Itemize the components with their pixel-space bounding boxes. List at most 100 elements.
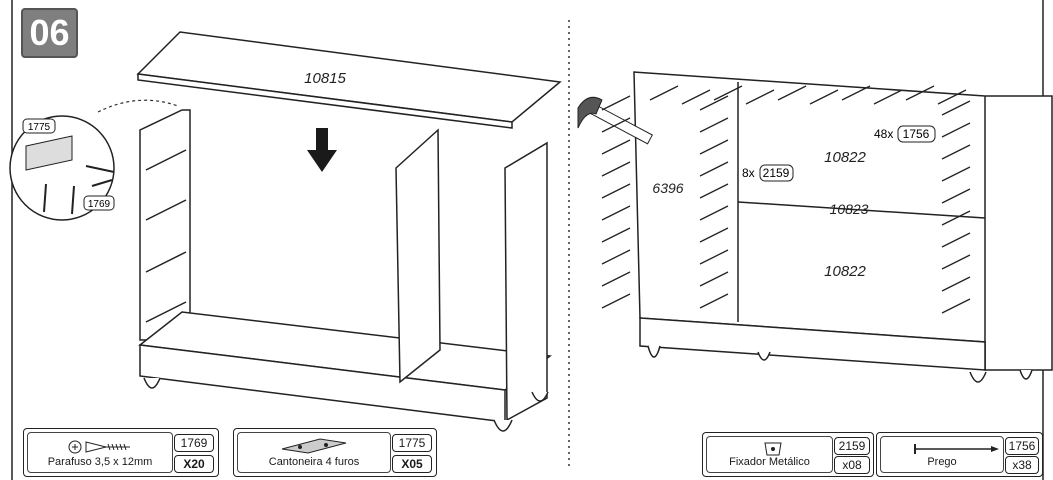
foot <box>969 371 987 383</box>
runner <box>145 199 187 221</box>
hammer-icon <box>577 96 653 145</box>
divider-label: 10823 <box>830 201 869 217</box>
drawer-label-lower: 10822 <box>824 263 866 280</box>
bracket-icon <box>25 135 73 171</box>
legend-screw-inner: Parafuso 3,5 x 12mm <box>27 432 173 473</box>
metal-fastener-icon <box>764 442 782 456</box>
nail-mark <box>905 85 935 101</box>
nail-mark <box>941 166 971 182</box>
nail-mark <box>601 227 631 243</box>
screw-icon <box>43 165 115 215</box>
legend-nail-name: Prego <box>927 456 957 468</box>
fastener-code-box <box>759 164 794 182</box>
detail-code-box <box>83 195 115 211</box>
nail-mark <box>699 183 729 199</box>
left-assembly <box>136 31 562 432</box>
nail-icon <box>914 444 999 454</box>
bracket-icon <box>281 438 347 454</box>
callout-arrow <box>97 99 179 113</box>
nail-mark <box>601 117 631 133</box>
nail-mark <box>601 161 631 177</box>
legend-bracket-name: Cantoneira 4 furos <box>268 456 360 468</box>
legend-bracket-inner: Cantoneira 4 furos <box>237 432 391 473</box>
foot <box>143 377 161 389</box>
step-number-badge: 06 <box>21 8 78 58</box>
nail-code-box <box>897 125 936 143</box>
nail-mark <box>699 161 729 177</box>
nail-count: 48x <box>874 127 893 141</box>
left-side-panel <box>139 109 191 341</box>
legend-nail-code: 1756 <box>1005 437 1039 455</box>
middle-divider <box>395 128 441 384</box>
foot <box>493 419 513 432</box>
detail-code-1769: 1769 <box>88 199 111 210</box>
base-strip <box>639 317 986 371</box>
runner <box>145 301 187 323</box>
legend-fastener-qty: x08 <box>834 456 870 474</box>
legend-nail-inner: Prego <box>880 436 1004 473</box>
nail-code: 1756 <box>903 127 930 141</box>
runner <box>145 149 187 171</box>
legend-nail: Prego 1756 x38 <box>876 432 1043 477</box>
foot <box>647 345 661 358</box>
screw-icon <box>68 440 130 454</box>
legend-fastener: Fixador Metálico 2159 x08 <box>702 432 874 477</box>
fastener-count: 8x <box>742 166 755 180</box>
nail-mark <box>699 95 729 111</box>
side-panel-label: 6396 <box>652 180 683 196</box>
nail-mark <box>699 139 729 155</box>
nail-mark <box>699 249 729 265</box>
legend-fastener-code: 2159 <box>834 437 870 455</box>
detail-circle <box>9 115 115 221</box>
foot <box>757 351 771 361</box>
legend-fastener-name: Fixador Metálico <box>729 456 810 468</box>
nail-mark <box>941 276 971 292</box>
nail-mark <box>745 89 775 105</box>
nail-mark <box>941 122 971 138</box>
right-assembly <box>633 71 1053 383</box>
nail-mark <box>941 254 971 270</box>
nail-mark <box>713 85 743 101</box>
nail-mark <box>601 271 631 287</box>
detail-code-1775: 1775 <box>28 122 51 133</box>
top-panel <box>136 31 562 123</box>
nail-mark <box>941 100 971 116</box>
nail-mark <box>699 293 729 309</box>
legend-screw: Parafuso 3,5 x 12mm 1769 X20 <box>23 428 219 477</box>
legend-fastener-inner: Fixador Metálico <box>706 436 833 473</box>
top-panel-edge <box>137 73 513 129</box>
nail-mark <box>699 205 729 221</box>
nail-mark <box>941 188 971 204</box>
nail-mark <box>601 183 631 199</box>
legend-bracket-code: 1775 <box>392 434 432 452</box>
nail-mark <box>941 232 971 248</box>
foot <box>531 391 549 402</box>
nail-mark <box>841 85 871 101</box>
right-side-panel <box>504 141 548 422</box>
legend-screw-qty: X20 <box>174 455 214 473</box>
down-arrow-icon <box>307 128 337 172</box>
nail-mark <box>649 85 679 101</box>
detail-code-box <box>22 118 56 134</box>
nail-mark <box>601 205 631 221</box>
horizontal-divider <box>737 201 986 219</box>
nail-mark <box>601 249 631 265</box>
nail-mark <box>777 85 807 101</box>
top-panel-label: 10815 <box>304 70 346 87</box>
nail-mark <box>699 271 729 287</box>
legend-screw-code: 1769 <box>174 434 214 452</box>
nail-mark <box>941 210 971 226</box>
nail-mark <box>601 139 631 155</box>
fastener-code: 2159 <box>763 166 790 180</box>
runner <box>145 251 187 273</box>
legend-bracket-qty: X05 <box>392 455 432 473</box>
nail-mark <box>601 95 631 111</box>
nail-mark <box>681 89 711 105</box>
legend-bracket: Cantoneira 4 furos 1775 X05 <box>233 428 437 477</box>
foot <box>1019 369 1033 380</box>
nail-mark <box>699 227 729 243</box>
nail-mark <box>937 89 967 105</box>
legend-nail-qty: x38 <box>1005 456 1039 474</box>
drawer-label-upper: 10822 <box>824 149 866 166</box>
